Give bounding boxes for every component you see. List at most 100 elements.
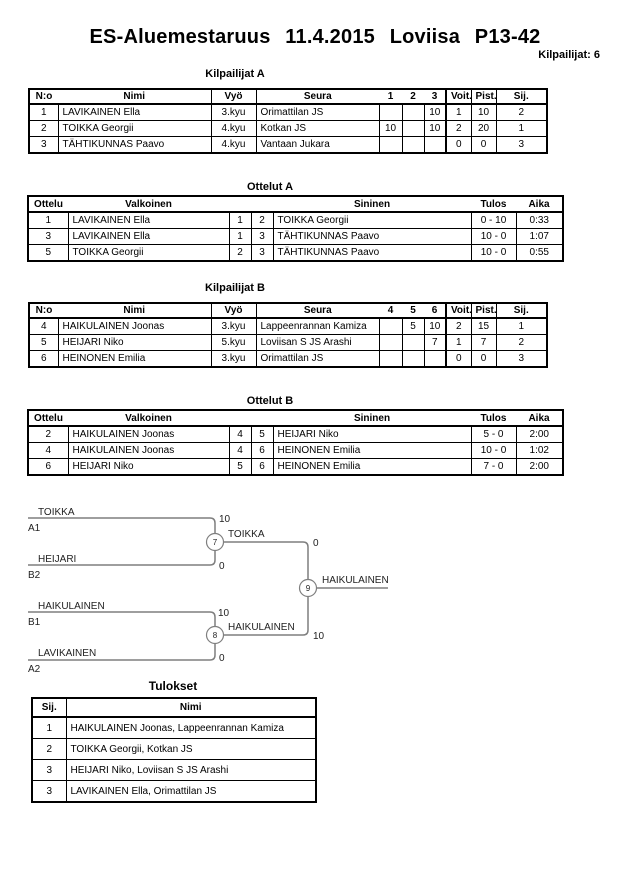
match-score-cell (401, 334, 425, 351)
name-cell: LAVIKAINEN Ella (57, 103, 212, 121)
result-name-cell: HAIKULAINEN Joonas, Lappeenrannan Kamiza (65, 716, 317, 739)
col-header-white: Valkoinen (68, 409, 229, 427)
bracket-score: 0 (219, 653, 225, 664)
placement-cell: 1 (495, 317, 548, 335)
col-header-belt: Vyö (210, 88, 257, 105)
match-7-node (205, 532, 225, 552)
table-row: 3 LAVIKAINEN Ella, Orimattilan JS (31, 780, 317, 803)
club-cell: Lappeenrannan Kamiza (255, 317, 380, 335)
col-header-match-no: Ottelu (27, 409, 68, 427)
wins-cell: 0 (445, 350, 472, 368)
belt-cell: 3.kyu (210, 317, 257, 335)
table-row: 4 HAIKULAINEN Joonas 4 6 HEINONEN Emilia… (27, 442, 564, 459)
match-score-cell: 5 (401, 317, 425, 335)
match-score-cell: 10 (423, 317, 447, 335)
white-number-cell: 4 (228, 442, 252, 459)
col-header-number: N:o (28, 302, 58, 319)
col-header-placement: Sij. (495, 302, 548, 319)
match-score-cell (401, 136, 425, 154)
col-header-blue: Sininen (273, 195, 471, 213)
table-row: 1 HAIKULAINEN Joonas, Lappeenrannan Kami… (31, 716, 317, 739)
ottelut-a-heading: Ottelut A (246, 181, 294, 193)
result-name-cell: LAVIKAINEN Ella, Orimattilan JS (65, 780, 317, 803)
col-header-time: Aika (516, 195, 564, 213)
participants-count: Kilpailijat: 6 (538, 49, 600, 61)
bracket-winner-name: HAIKULAINEN (322, 575, 389, 586)
match-score-cell (378, 350, 403, 368)
col-header-blue-no (251, 409, 273, 427)
tulokset-heading: Tulokset (148, 679, 198, 693)
white-number-cell: 2 (228, 244, 252, 262)
bracket-sf1-winner-line (215, 541, 309, 588)
bracket-score: 10 (218, 608, 230, 619)
blue-number-cell: 3 (250, 228, 274, 245)
wins-cell: 2 (445, 317, 472, 335)
col-header-points: Pist. (470, 302, 497, 319)
col-header-blue-no (251, 195, 273, 213)
time-cell: 2:00 (515, 458, 564, 476)
placement-cell: 2 (495, 103, 548, 121)
match-score-cell (423, 350, 447, 368)
match-score-cell: 10 (423, 103, 447, 121)
white-player-cell: HAIKULAINEN Joonas (67, 442, 230, 459)
col-header-number: N:o (28, 88, 58, 105)
wins-cell: 2 (445, 120, 472, 137)
blue-number-cell: 6 (250, 458, 274, 476)
table-row: 3 HEIJARI Niko, Loviisan S JS Arashi (31, 759, 317, 781)
match-9-node (298, 578, 318, 598)
match-score-cell (378, 136, 403, 154)
table-row: 3 TÄHTIKUNNAS Paavo 4.kyu Vantaan Jukara… (28, 136, 548, 154)
col-header-placement: Sij. (31, 697, 67, 718)
time-cell: 0:33 (515, 211, 564, 229)
match-number-cell: 1 (27, 211, 69, 229)
table-header-row: Ottelu Valkoinen Sininen Tulos Aika (27, 195, 564, 213)
bracket-player-name: HEIJARI (38, 554, 76, 565)
table-row: 1 LAVIKAINEN Ella 1 2 TOIKKA Georgii 0 -… (27, 211, 564, 229)
match-number-cell: 5 (27, 244, 69, 262)
col-header-wins: Voit. (445, 88, 472, 105)
match-score-cell (401, 103, 425, 121)
medal-bracket: TOIKKA A1 10 TOIKKA 0 HEIJARI B2 0 HAIKU… (28, 507, 389, 675)
col-header-result: Tulos (471, 195, 516, 213)
white-player-cell: HEIJARI Niko (67, 458, 230, 476)
points-cell: 0 (470, 136, 497, 154)
bracket-player-name: LAVIKAINEN (38, 648, 96, 659)
blue-player-cell: HEINONEN Emilia (272, 458, 472, 476)
result-cell: 10 - 0 (470, 442, 517, 459)
col-header-match-no: Ottelu (27, 195, 68, 213)
time-cell: 1:07 (515, 228, 564, 245)
table-row: 5 TOIKKA Georgii 2 3 TÄHTIKUNNAS Paavo 1… (27, 244, 564, 262)
placement-cell: 3 (31, 780, 67, 803)
white-player-cell: LAVIKAINEN Ella (67, 228, 230, 245)
col-header-club: Seura (255, 88, 379, 105)
white-number-cell: 4 (228, 425, 252, 443)
table-row: 5 HEIJARI Niko 5.kyu Loviisan S JS Arash… (28, 334, 548, 351)
blue-player-cell: TÄHTIKUNNAS Paavo (272, 228, 472, 245)
bracket-seed-label: B1 (28, 617, 41, 628)
match-number-cell: 4 (27, 442, 69, 459)
table-row: 3 LAVIKAINEN Ella 1 3 TÄHTIKUNNAS Paavo … (27, 228, 564, 245)
white-number-cell: 1 (228, 211, 252, 229)
white-number-cell: 5 (228, 458, 252, 476)
page-title: ES-Aluemestaruus 11.4.2015 Loviisa P13-4… (89, 26, 541, 48)
time-cell: 1:02 (515, 442, 564, 459)
kilpailijat-a-heading: Kilpailijat A (205, 68, 265, 80)
white-number-cell: 1 (228, 228, 252, 245)
col-header-result: Tulos (471, 409, 516, 427)
match-9-number: 9 (306, 584, 311, 593)
match-number-cell: 6 (27, 458, 69, 476)
match-score-cell (378, 334, 403, 351)
name-cell: TÄHTIKUNNAS Paavo (57, 136, 212, 154)
col-header-wins: Voit. (445, 302, 472, 319)
result-name-cell: HEIJARI Niko, Loviisan S JS Arashi (65, 759, 317, 781)
white-player-cell: LAVIKAINEN Ella (67, 211, 230, 229)
points-cell: 0 (470, 350, 497, 368)
blue-player-cell: TÄHTIKUNNAS Paavo (272, 244, 472, 262)
blue-player-cell: HEINONEN Emilia (272, 442, 472, 459)
result-cell: 10 - 0 (470, 228, 517, 245)
col-header-club: Seura (255, 302, 379, 319)
blue-number-cell: 3 (250, 244, 274, 262)
competitor-number-cell: 3 (28, 136, 59, 154)
belt-cell: 4.kyu (210, 136, 257, 154)
competitor-number-cell: 1 (28, 103, 59, 121)
